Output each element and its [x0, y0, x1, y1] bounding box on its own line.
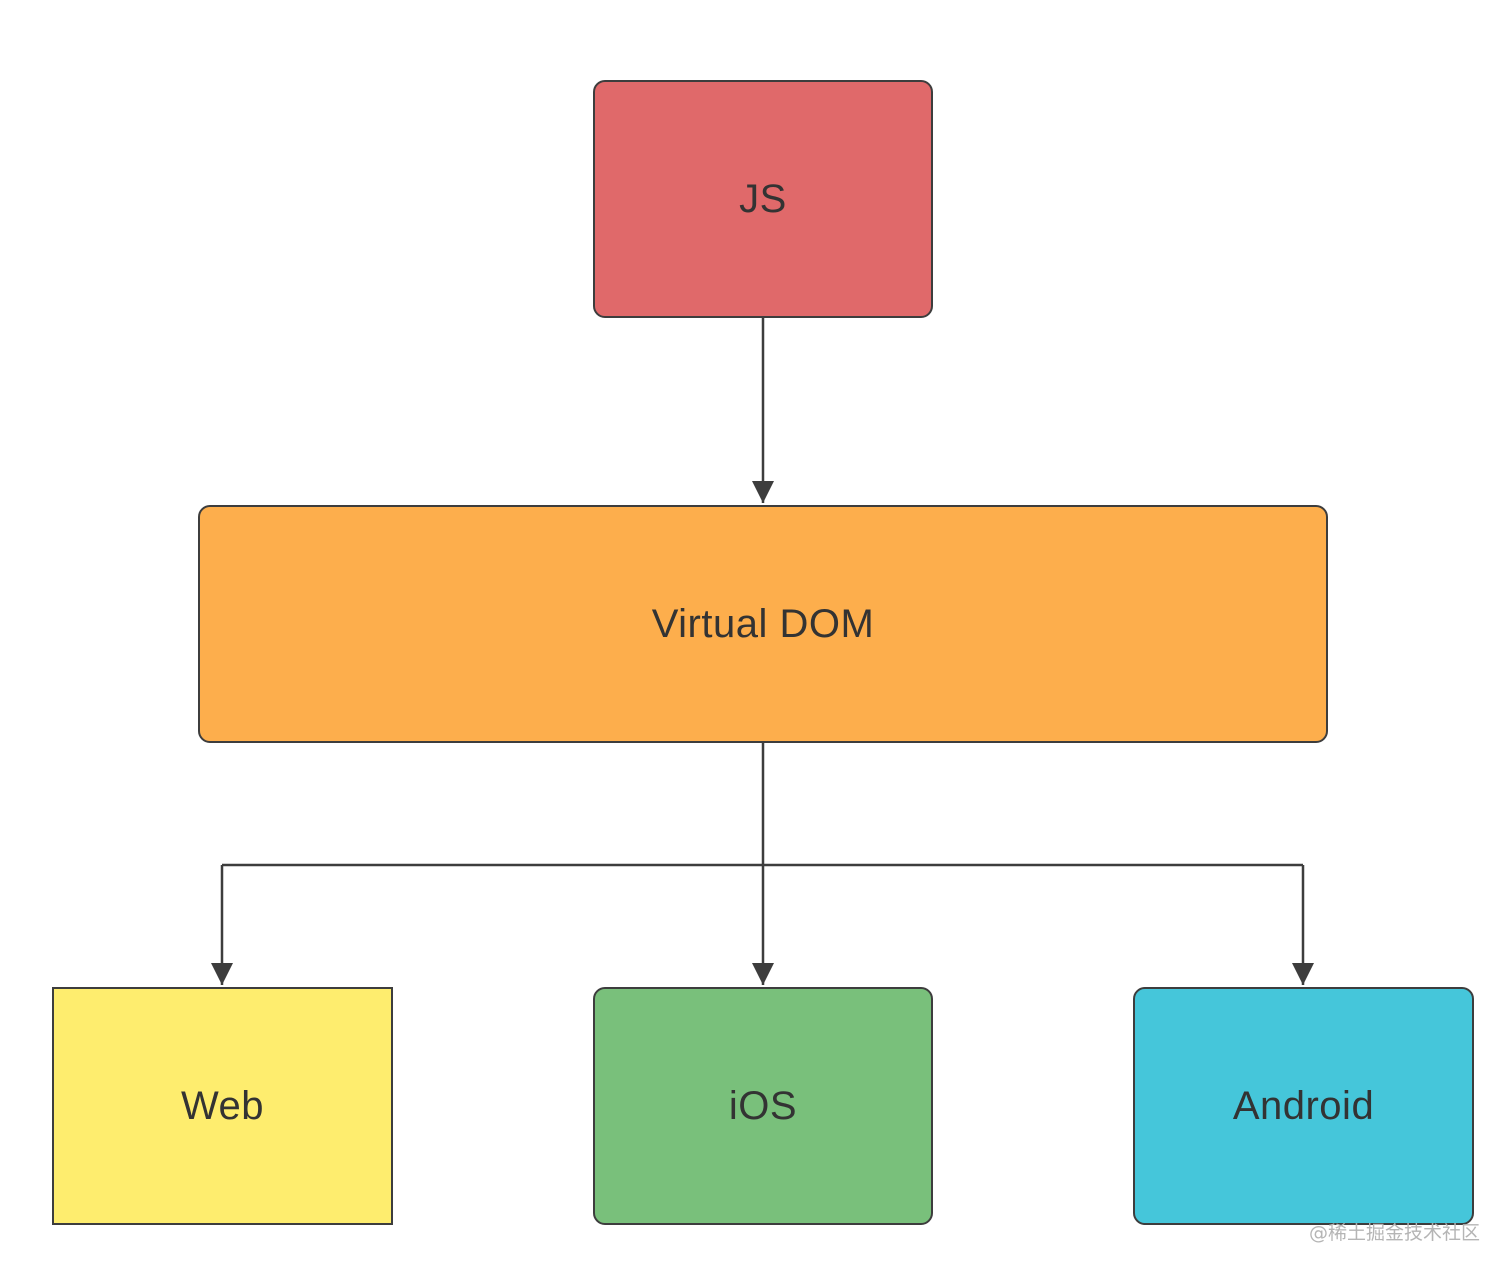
node-android-label: Android [1232, 1083, 1375, 1128]
node-js: JS [593, 80, 933, 318]
node-virtual-dom-label: Virtual DOM [651, 601, 875, 646]
node-web: Web [52, 987, 393, 1225]
watermark: @稀土掘金技术社区 [1308, 1222, 1480, 1244]
node-ios: iOS [593, 987, 933, 1225]
node-ios-label: iOS [728, 1083, 798, 1128]
node-android: Android [1133, 987, 1474, 1225]
node-web-label: Web [180, 1083, 265, 1128]
node-virtual-dom: Virtual DOM [198, 505, 1328, 743]
node-js-label: JS [739, 176, 787, 221]
